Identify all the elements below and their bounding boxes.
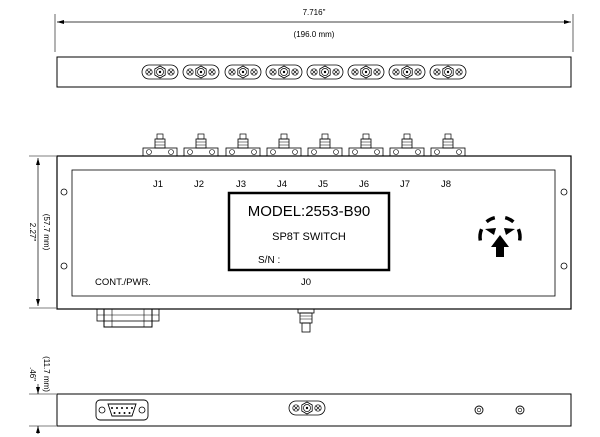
mounting-hole-icon — [560, 188, 568, 196]
sma-connector-icon — [388, 64, 426, 80]
control-power-label: CONT./PWR. — [95, 277, 151, 288]
esd-warning-icon — [478, 215, 522, 257]
mounting-hole-icon — [474, 405, 484, 415]
common-port-label: J0 — [301, 277, 311, 288]
sma-connector-icon — [307, 133, 343, 157]
label-plate: MODEL:2553-B90 SP8T SWITCH S/N : — [227, 191, 391, 272]
model-label: MODEL:2553-B90 — [248, 203, 371, 220]
port-label-j2: J2 — [194, 179, 204, 190]
sma-connector-icon — [182, 64, 220, 80]
front-sma-connectors — [142, 133, 466, 157]
mounting-hole-icon — [517, 407, 523, 413]
depth-inch-label: .46" — [28, 367, 37, 381]
port-label-j1: J1 — [153, 179, 163, 190]
mounting-hole-icon — [560, 262, 568, 270]
front-view: 2.27" (57.7 mm) J1 J2 J3 J4 J5 J6 J7 J8 MODEL:2… — [28, 133, 572, 333]
port-labels: J1 J2 J3 J4 J5 J6 J7 J8 — [153, 179, 451, 190]
sma-connector-icon — [266, 133, 302, 157]
sma-connector-icon — [142, 133, 178, 157]
control-dsub-connector-icon — [96, 308, 160, 328]
sma-connector-icon — [430, 133, 466, 157]
sma-connector-icon — [347, 64, 385, 80]
mounting-hole-icon — [476, 407, 482, 413]
bottom-view: .46" (11.7 mm) — [28, 356, 572, 434]
sma-connector-icon — [183, 133, 219, 157]
port-label-j8: J8 — [441, 179, 451, 190]
sma-connector-icon — [288, 400, 326, 416]
mounting-hole-icon — [60, 262, 68, 270]
sma-connector-icon — [265, 64, 303, 80]
depth-mm-label: (11.7 mm) — [42, 356, 51, 392]
mounting-hole-icon — [515, 405, 525, 415]
common-port-sma-connector-icon — [297, 308, 315, 333]
sma-connector-icon — [429, 64, 467, 80]
common-port-sma-front-icon — [288, 400, 326, 416]
mounting-hole-icon — [60, 188, 68, 196]
width-mm-label: (196.0 mm) — [294, 30, 335, 39]
height-mm-label: (57.7 mm) — [42, 214, 51, 251]
sma-connector-icon — [141, 64, 179, 80]
port-label-j7: J7 — [400, 179, 410, 190]
port-label-j5: J5 — [318, 179, 328, 190]
serial-label: S/N : — [258, 255, 280, 266]
port-label-j4: J4 — [277, 179, 287, 190]
width-inch-label: 7.716" — [303, 8, 326, 17]
port-label-j3: J3 — [236, 179, 246, 190]
dsub-connector-icon — [95, 399, 149, 421]
top-view: 7.716" (196.0 mm) — [54, 8, 574, 88]
sma-connector-icon — [389, 133, 425, 157]
sma-connector-icon — [224, 64, 262, 80]
description-label: SP8T SWITCH — [272, 231, 346, 243]
sma-connector-icon — [225, 133, 261, 157]
sma-connector-icon — [348, 133, 384, 157]
height-inch-label: 2.27" — [28, 223, 37, 242]
sma-connector-icon — [306, 64, 344, 80]
top-connector-row — [141, 64, 467, 80]
port-label-j6: J6 — [359, 179, 369, 190]
